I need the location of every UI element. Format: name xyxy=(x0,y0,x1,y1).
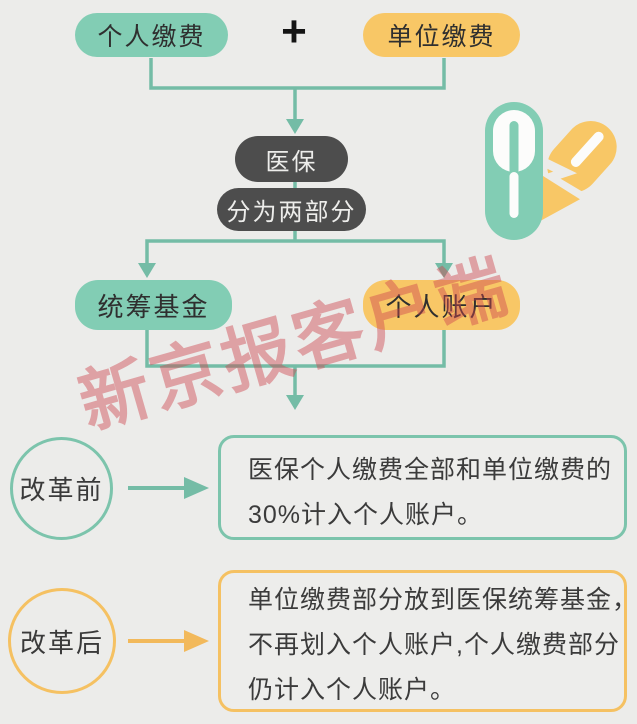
node-pooled-fund: 统筹基金 xyxy=(75,280,232,330)
node-personal-contribution: 个人缴费 xyxy=(75,13,228,57)
branch-line xyxy=(145,239,446,265)
arrow-to-pool-fund-head-icon xyxy=(138,263,156,278)
before-arrow-head-icon xyxy=(184,477,209,499)
before-line-2: 30%计入个人账户。 xyxy=(248,501,484,529)
arrow-to-yibao-head-icon xyxy=(286,119,304,134)
after-line-3: 仍计入个人账户。 xyxy=(248,676,457,704)
watermark-text: 新京报客户端 xyxy=(70,245,520,444)
join-bracket-line xyxy=(145,330,446,368)
node-medical-insurance: 医保 xyxy=(235,136,348,182)
after-reform-circle: 改革后 xyxy=(8,588,116,694)
after-arrow-head-icon xyxy=(184,630,209,652)
before-reform-circle: 改革前 xyxy=(10,437,113,540)
node-personal-account: 个人账户 xyxy=(363,280,520,330)
node-employer-contribution: 单位缴费 xyxy=(363,13,520,57)
arrow-down-result-head-icon xyxy=(286,395,304,410)
top-bracket-line xyxy=(149,58,446,90)
before-description-box: 医保个人缴费全部和单位缴费的 30%计入个人账户。 xyxy=(218,435,627,540)
node-split-in-two: 分为两部分 xyxy=(217,188,366,231)
capsule-teal-icon xyxy=(485,102,543,240)
arrow-to-personal-account-head-icon xyxy=(435,263,453,278)
after-line-2: 不再划入个人账户,个人缴费部分 xyxy=(248,631,620,659)
plus-sign: + xyxy=(281,7,307,56)
after-line-1: 单位缴费部分放到医保统筹基金， xyxy=(248,586,637,614)
capsule-pill-icon xyxy=(485,102,617,240)
after-description-box: 单位缴费部分放到医保统筹基金， 不再划入个人账户,个人缴费部分 仍计入个人账户。 xyxy=(218,570,637,712)
before-line-1: 医保个人缴费全部和单位缴费的 xyxy=(248,456,613,484)
